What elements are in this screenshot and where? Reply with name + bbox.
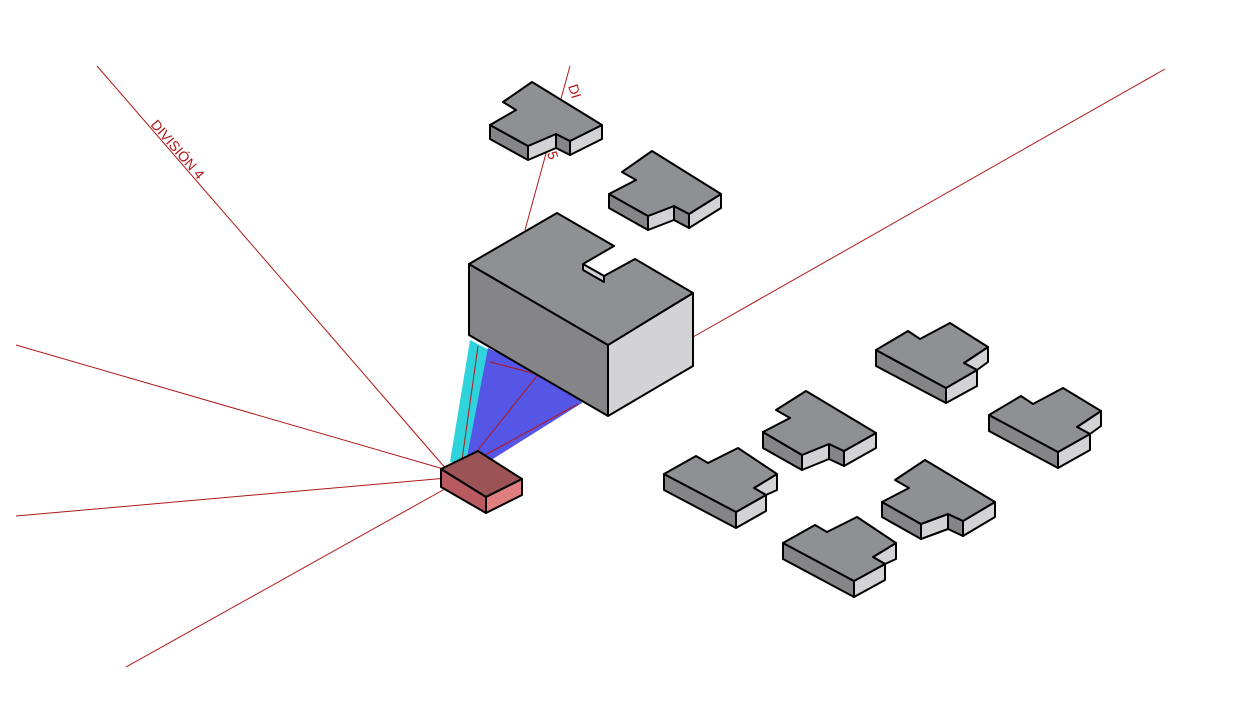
camera-box: [440, 450, 523, 514]
view-cone-inner-line-1: [461, 345, 479, 461]
ray-division-4: [96, 65, 448, 471]
ray-upper-left: [15, 344, 448, 471]
ray-lower-left: [125, 484, 453, 668]
division-4-label: DIVISIÓN 4: [148, 116, 208, 182]
view-cone-inner-line-4: [489, 361, 541, 376]
small-building-4: [988, 387, 1102, 469]
small-building-2: [608, 150, 722, 231]
small-building-6: [663, 447, 778, 529]
small-building-3-top: [875, 322, 989, 389]
ray-left: [15, 477, 448, 517]
view-cone-inner-line-2: [469, 371, 541, 461]
small-building-6-top: [663, 447, 778, 513]
view-cone-inner-line-3: [475, 403, 579, 461]
small-building-2-top: [608, 150, 722, 217]
small-building-5-top: [762, 390, 877, 456]
small-building-8: [782, 516, 897, 598]
small-building-7: [881, 459, 996, 540]
camera-box-front: [485, 478, 523, 514]
small-building-7-top: [881, 459, 996, 525]
small-building-1: [489, 81, 603, 161]
view-cone-blue: [466, 348, 582, 462]
main-building: [468, 212, 694, 417]
small-building-8-top: [782, 516, 897, 582]
small-building-5: [762, 390, 877, 471]
division-5-label: DI: [565, 82, 584, 100]
main-building-notch-wall: [582, 263, 605, 283]
view-cone: [450, 340, 582, 462]
small-building-3: [875, 322, 989, 404]
small-building-1-top: [489, 81, 603, 147]
ray-right: [692, 68, 1166, 338]
small-building-4-top: [988, 387, 1102, 453]
